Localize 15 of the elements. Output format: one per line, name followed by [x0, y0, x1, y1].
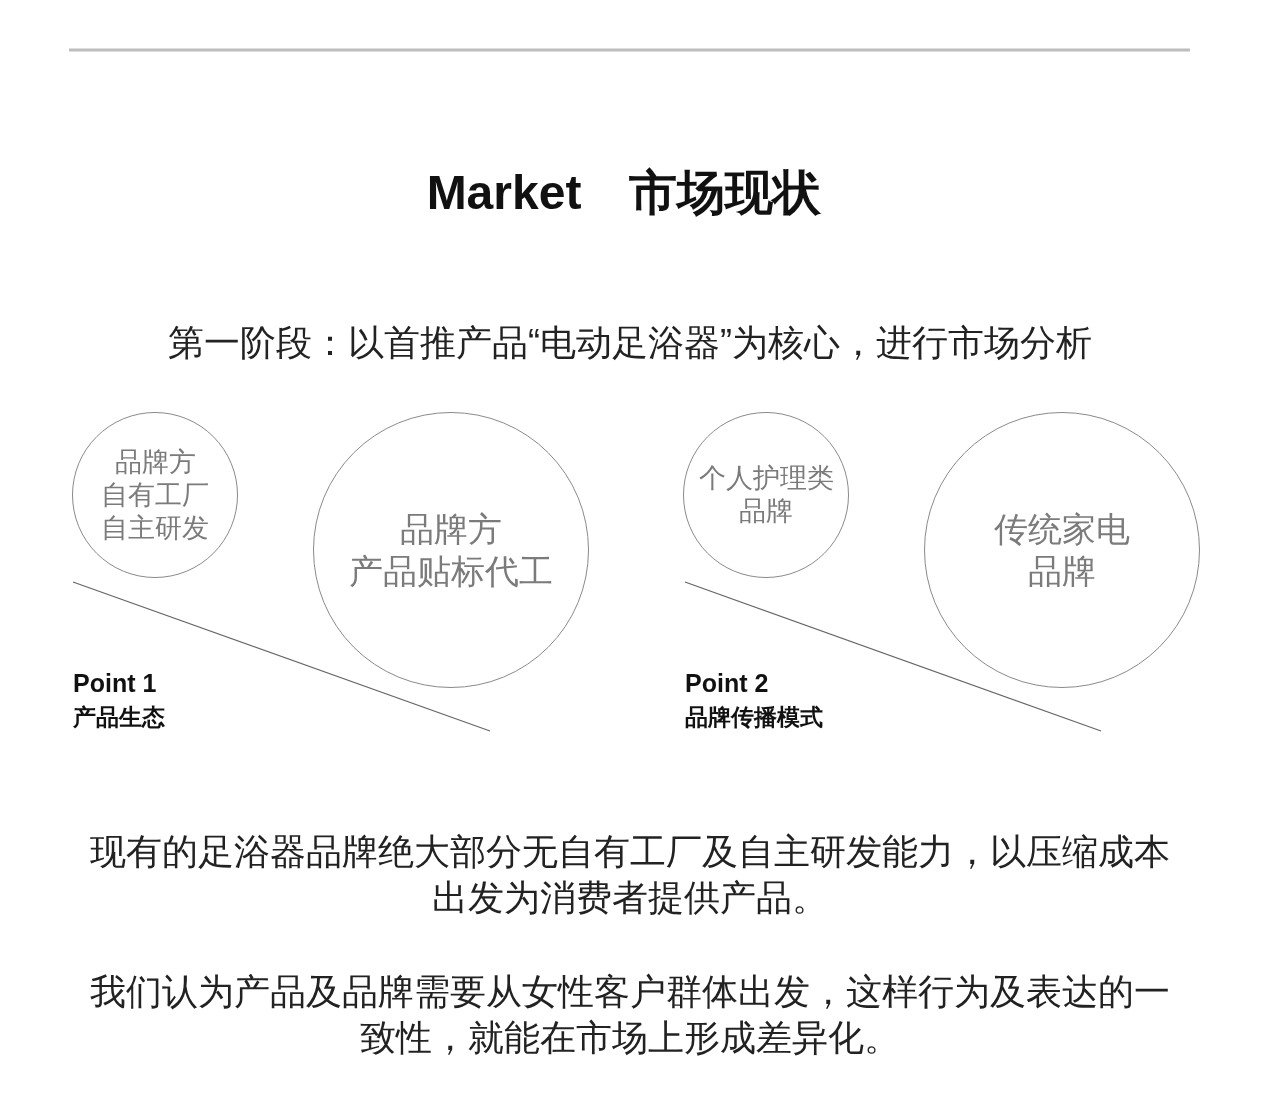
- point-label: Point 2: [685, 668, 769, 699]
- circle-text: 品牌方: [400, 509, 502, 550]
- circle-text: 自有工厂: [101, 478, 209, 512]
- circle-text: 自主研发: [101, 511, 209, 545]
- circle-text: 品牌方: [114, 445, 196, 479]
- circle-text: 个人护理类品牌: [697, 462, 835, 528]
- point-heading: 产品生态: [73, 703, 165, 732]
- body-paragraph: 我们认为产品及品牌需要从女性客户群体出发，这样行为及表达的一致性，就能在市场上形成差异化。: [89, 970, 1171, 1060]
- circle-text: 传统家电品牌: [993, 509, 1131, 592]
- subtitle: 第一阶段：以首推产品“电动足浴器”为核心，进行市场分析: [168, 321, 1092, 365]
- point-label: Point 1: [73, 668, 157, 699]
- point-heading: 品牌传播模式: [685, 703, 823, 732]
- body-paragraph: 现有的足浴器品牌绝大部分无自有工厂及自主研发能力，以压缩成本出发为消费者提供产品。: [89, 830, 1171, 920]
- circle-text: 产品贴标代工: [349, 551, 553, 592]
- page-title: Market 市场现状: [426, 165, 822, 221]
